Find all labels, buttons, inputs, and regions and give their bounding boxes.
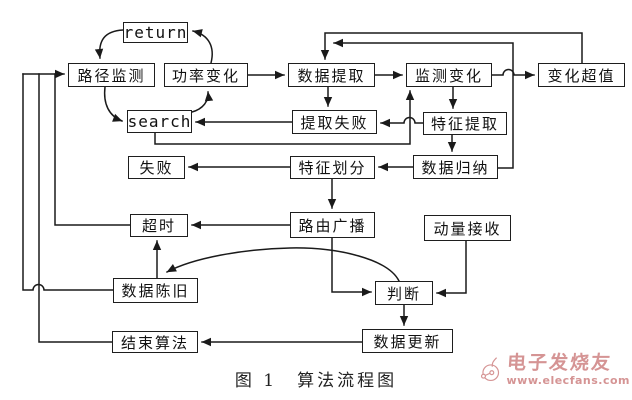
- node-change-exceed: 变化超值: [538, 63, 625, 87]
- edge-route-broadcast-to-judge: [331, 237, 372, 297]
- node-path-monitor: 路径监测: [68, 63, 155, 87]
- edge-data-induce-to-data-extract: [333, 38, 514, 169]
- node-power-change: 功率变化: [164, 63, 248, 87]
- node-data-extract: 数据提取: [288, 63, 375, 87]
- edge-timeout-to-path-monitor: [54, 73, 131, 226]
- edge-feature-extract-to-extract-fail: [380, 116, 424, 128]
- node-route-broadcast: 路由广播: [290, 212, 375, 238]
- edge-power-change-to-return: [192, 29, 213, 64]
- node-momentum-receive: 动量接收: [424, 215, 511, 241]
- edge-return-to-path-monitor: [94, 29, 124, 59]
- node-feature-extract: 特征提取: [423, 112, 507, 135]
- watermark: 电子发烧友 www.elecfans.com: [480, 341, 630, 399]
- edge-data-stale-to-path-monitor: [22, 73, 114, 291]
- edge-change-exceed-to-data-extract: [320, 32, 583, 64]
- watermark-text: 电子发烧友 www.elecfans.com: [505, 352, 630, 387]
- node-fail: 失败: [128, 156, 185, 179]
- node-return: return: [123, 22, 188, 43]
- edge-momentum-receive-to-judge: [436, 240, 467, 298]
- node-data-stale: 数据陈旧: [113, 278, 198, 303]
- node-judge: 判断: [375, 281, 433, 305]
- node-extract-fail: 提取失败: [292, 110, 377, 134]
- node-monitor-change: 监测变化: [406, 63, 492, 87]
- node-search: search: [127, 110, 192, 133]
- node-end-algorithm: 结束算法: [112, 331, 198, 353]
- edge-monitor-change-to-change-exceed: [491, 68, 535, 80]
- edge-end-algorithm-to-path-monitor: [38, 73, 113, 343]
- elecfans-logo-icon: [480, 357, 500, 382]
- edge-path-monitor-to-search: [103, 86, 123, 122]
- node-feature-divide: 特征划分: [290, 156, 375, 179]
- watermark-brand: 电子发烧友: [505, 352, 613, 375]
- edge-search-to-monitor-change: [154, 90, 415, 145]
- edge-judge-to-data-stale: [165, 247, 401, 283]
- node-data-update: 数据更新: [362, 329, 453, 353]
- watermark-url: www.elecfans.com: [506, 373, 630, 387]
- figure-caption: 图 1 算法流程图: [234, 371, 398, 391]
- node-timeout: 超时: [130, 214, 188, 237]
- edge-search-to-power-change: [191, 91, 214, 113]
- node-data-induce: 数据归纳: [413, 155, 498, 179]
